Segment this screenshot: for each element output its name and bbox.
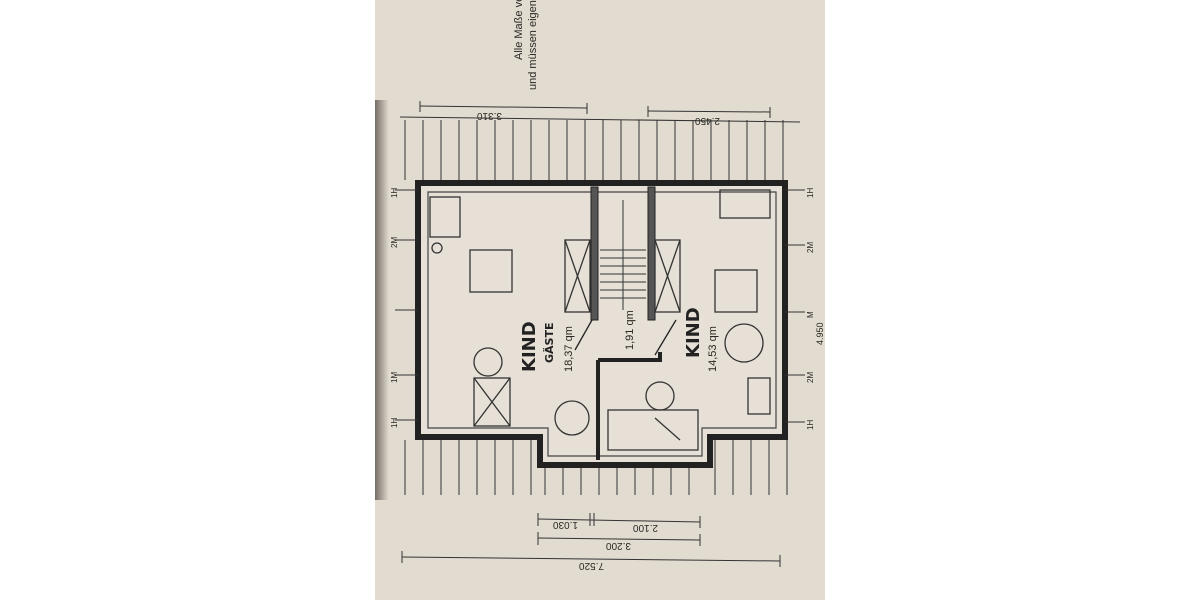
room-3-area: 14,53 qm	[707, 326, 719, 372]
left-mark-3: 1M	[390, 372, 399, 383]
left-mark-2: 2M	[390, 237, 399, 248]
table-2	[714, 269, 758, 313]
bed-pillow-2	[719, 189, 771, 219]
room-1-area: 18,37 qm	[563, 326, 575, 372]
inner-wall-line	[427, 191, 777, 457]
furniture	[429, 189, 771, 451]
outer-wall	[415, 180, 788, 468]
room-3-name: KIND	[683, 307, 704, 358]
table	[469, 249, 513, 293]
armchair	[724, 323, 764, 363]
side-marks	[395, 189, 805, 423]
right-mark-2: 2M	[806, 242, 815, 253]
note-line-1: Alle Maße ve	[513, 0, 525, 60]
roof-hatching	[404, 120, 788, 495]
top-dim-1: 3.310	[477, 110, 502, 121]
desk-2	[607, 409, 699, 451]
room-1-sub: GÄSTE	[542, 323, 556, 363]
chair	[473, 347, 503, 377]
paper-shadow	[375, 100, 389, 500]
leader-lines	[574, 319, 677, 356]
staircase	[600, 200, 646, 310]
chair-2	[554, 400, 590, 436]
bottom-dim-1: 1.030	[553, 519, 578, 530]
note-line-2: und müssen eigenve	[527, 0, 539, 90]
bottom-dimensions	[401, 513, 781, 567]
right-mark-4: 2M	[806, 372, 815, 383]
right-dimension: 4.950	[815, 322, 825, 345]
left-mark-1: 1H	[390, 188, 399, 198]
room-1-name: KIND	[519, 321, 540, 372]
right-mark-5: 1H	[806, 420, 815, 430]
room-2-area: 1,91 qm	[624, 310, 636, 350]
bottom-dim-4: 7.520	[579, 560, 604, 571]
sink	[431, 242, 443, 254]
bed-pillow	[429, 196, 461, 238]
right-mark-1: 1H	[806, 188, 815, 198]
wardrobe	[564, 239, 591, 313]
bottom-dim-2: 2.100	[633, 522, 658, 533]
right-mark-3: M	[806, 311, 815, 318]
top-dim-2: 2.450	[695, 115, 720, 126]
sink-2	[747, 377, 771, 415]
left-mark-4: 1H	[390, 418, 399, 428]
bottom-dim-3: 3.200	[606, 540, 631, 551]
desk	[473, 377, 511, 427]
top-dimensions	[399, 101, 801, 123]
wardrobe-2	[654, 239, 681, 313]
